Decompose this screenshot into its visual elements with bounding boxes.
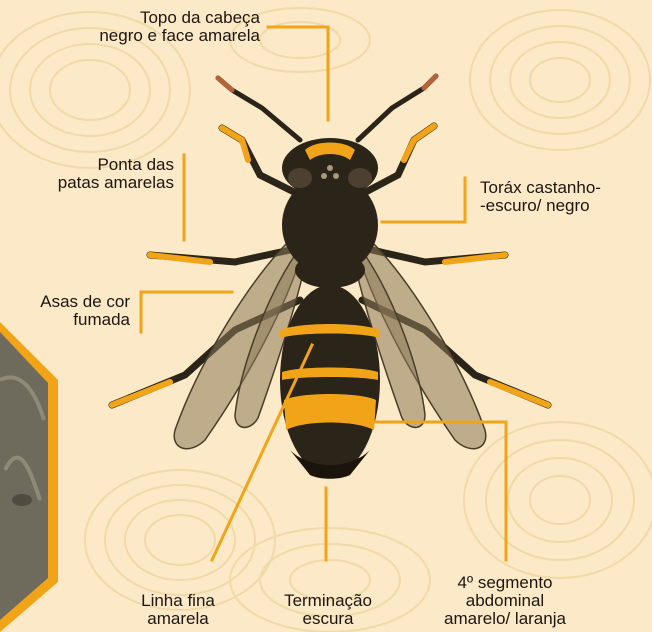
label-segment-line1: 4º segmento <box>425 574 585 592</box>
label-segment-line3: amarelo/ laranja <box>425 610 585 628</box>
label-legs-line2: patas amarelas <box>40 174 174 192</box>
label-thin-line-line1: Linha fina <box>133 592 223 610</box>
label-thorax-line2: -escuro/ negro <box>480 197 640 215</box>
leader-segment <box>370 422 506 560</box>
label-wings: Asas de cor fumada <box>8 293 130 329</box>
leader-head <box>268 27 328 120</box>
label-tip-line2: escura <box>268 610 388 628</box>
label-wings-line1: Asas de cor <box>8 293 130 311</box>
label-legs: Ponta das patas amarelas <box>40 156 174 192</box>
leader-wings <box>141 292 232 332</box>
label-head: Topo da cabeça negro e face amarela <box>70 9 260 45</box>
label-tip: Terminação escura <box>268 592 388 628</box>
label-thin-line: Linha fina amarela <box>133 592 223 628</box>
label-head-line2: negro e face amarela <box>70 27 260 45</box>
label-legs-line1: Ponta das <box>40 156 174 174</box>
label-thorax: Toráx castanho- -escuro/ negro <box>480 179 640 215</box>
label-wings-line2: fumada <box>8 311 130 329</box>
label-thorax-line1: Toráx castanho- <box>480 179 640 197</box>
label-tip-line1: Terminação <box>268 592 388 610</box>
label-segment-line2: abdominal <box>425 592 585 610</box>
label-segment: 4º segmento abdominal amarelo/ laranja <box>425 574 585 628</box>
leader-thin-line <box>212 345 312 560</box>
label-thin-line-line2: amarela <box>133 610 223 628</box>
leader-thorax <box>382 178 465 222</box>
label-head-line1: Topo da cabeça <box>70 9 260 27</box>
